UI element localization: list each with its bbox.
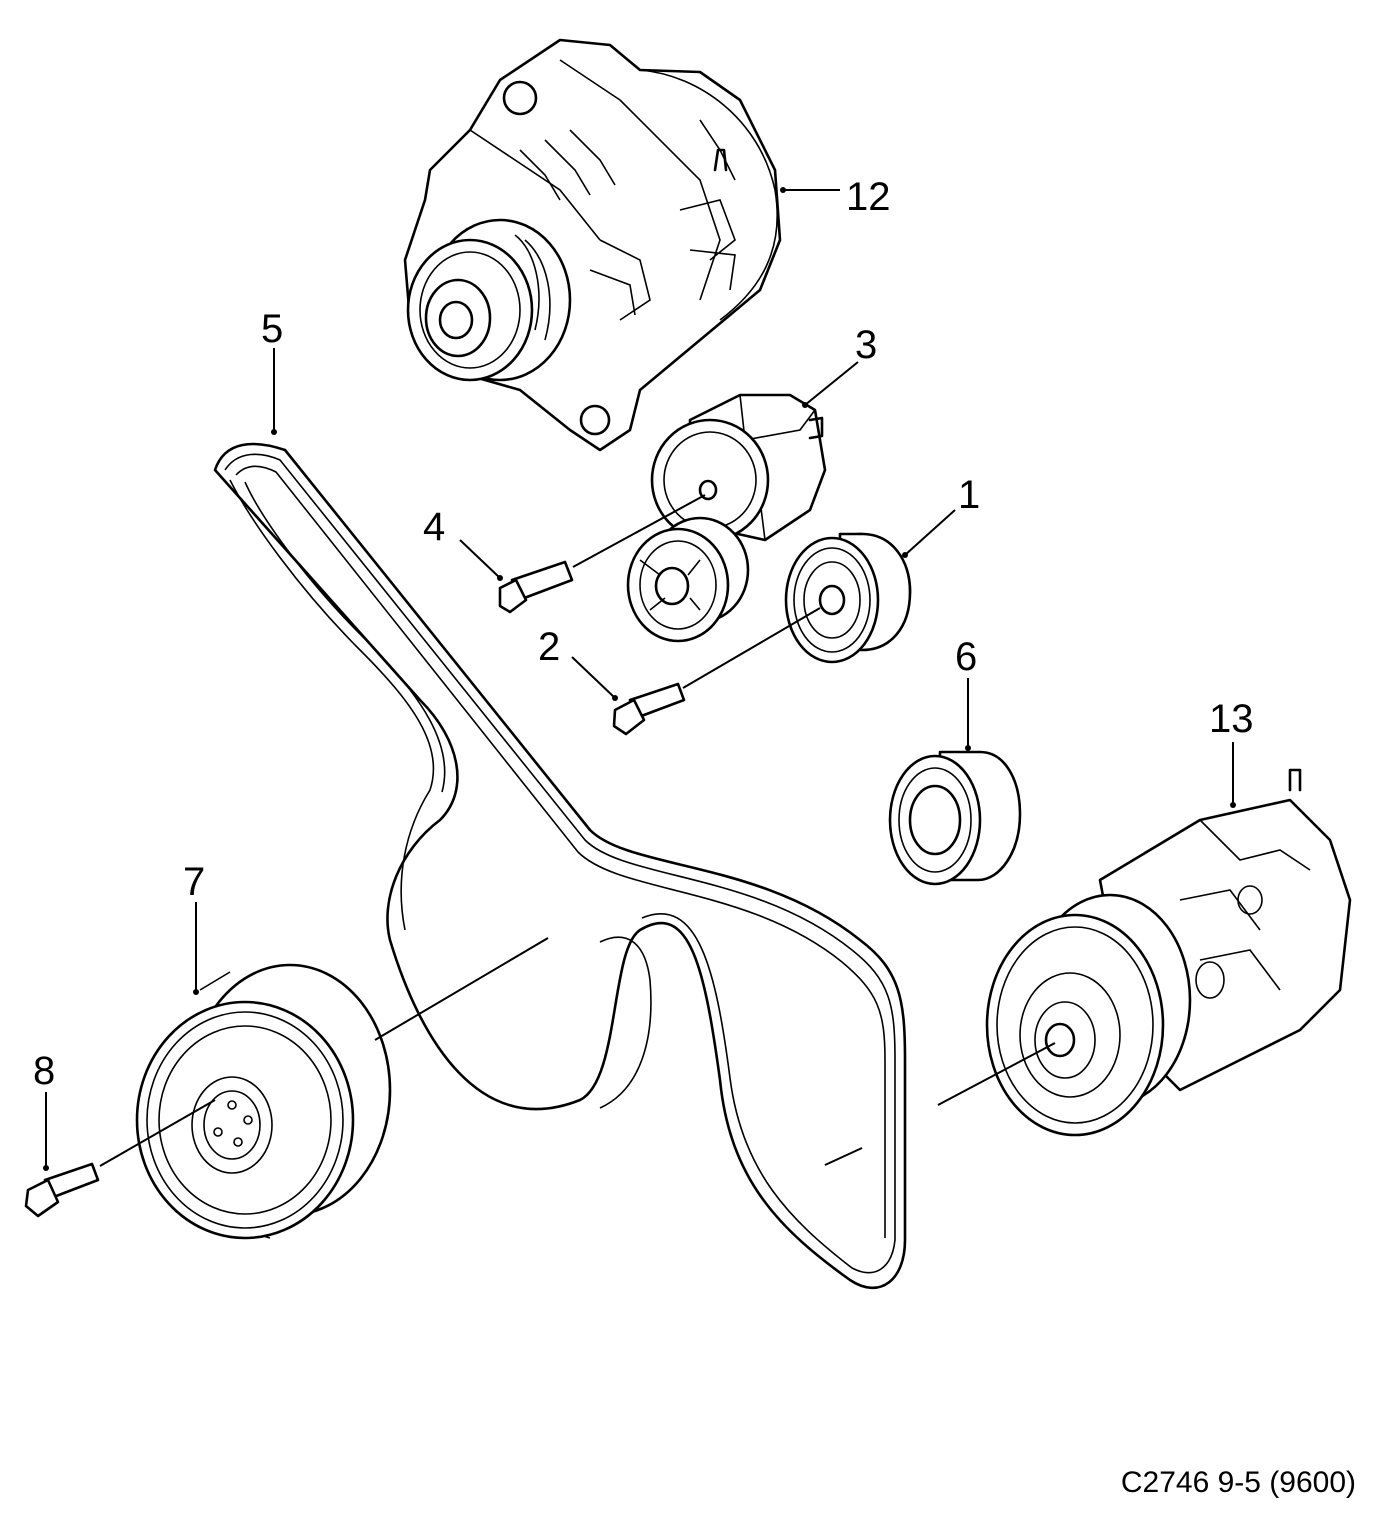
callout-7: 7 xyxy=(183,860,205,904)
bolt-part-2 xyxy=(612,682,686,736)
bolt-part-4 xyxy=(498,560,574,614)
callout-1: 1 xyxy=(958,473,980,517)
figure-caption: C2746 9-5 (9600) xyxy=(1121,1466,1356,1499)
callout-4: 4 xyxy=(423,505,445,549)
ac-compressor-part xyxy=(985,768,1352,1137)
callout-3: 3 xyxy=(855,323,877,367)
drive-belt-part xyxy=(213,442,907,1290)
guide-pulley-part xyxy=(888,750,1022,886)
callout-6: 6 xyxy=(955,635,977,679)
crankshaft-pulley-part xyxy=(135,963,392,1240)
leader-lines xyxy=(43,187,1236,1171)
belt-tensioner-part xyxy=(626,393,827,643)
callout-8: 8 xyxy=(33,1049,55,1093)
callout-12: 12 xyxy=(846,175,891,219)
bolt-part-8 xyxy=(24,1162,100,1218)
alternator-part xyxy=(403,38,782,452)
idler-pulley-part xyxy=(784,532,912,664)
callout-5: 5 xyxy=(261,307,283,351)
callout-13: 13 xyxy=(1209,697,1254,741)
callout-2: 2 xyxy=(538,625,560,669)
